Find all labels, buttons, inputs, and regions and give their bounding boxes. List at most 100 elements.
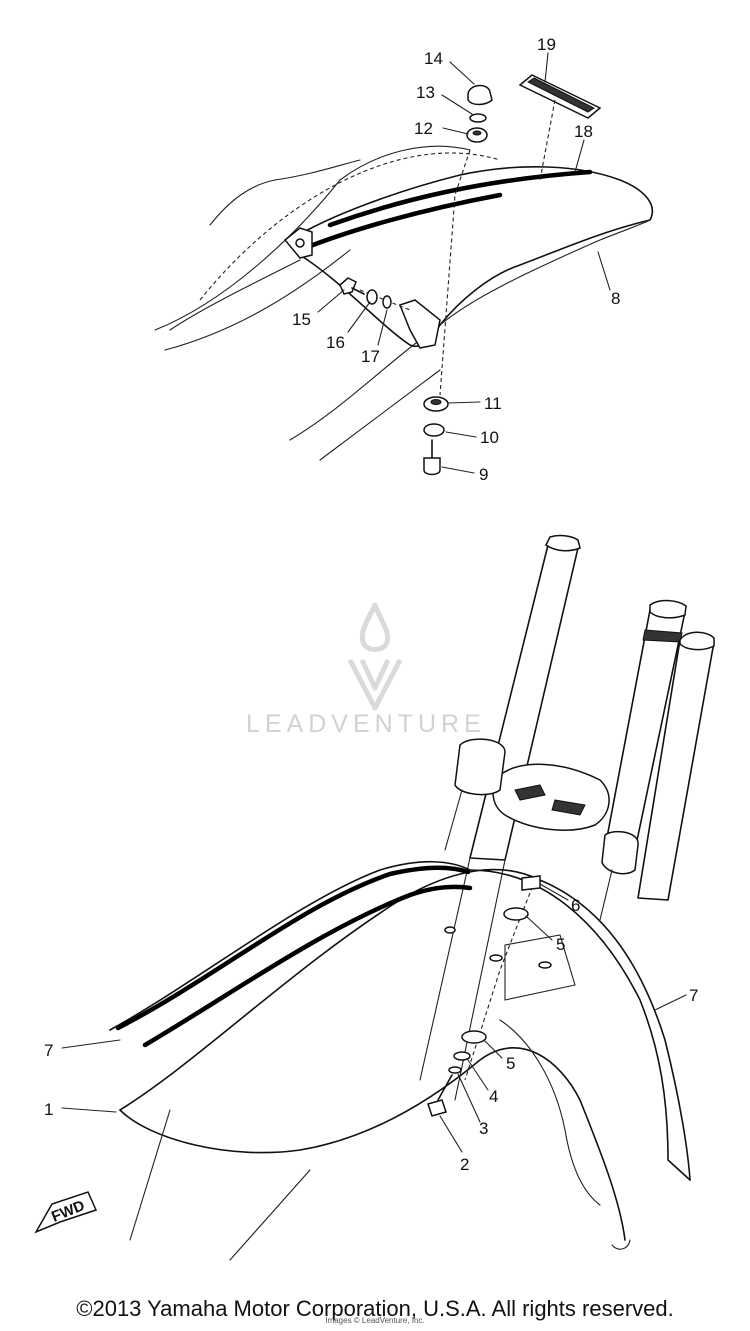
leader-18 [574,139,585,173]
leader-7a [61,1039,121,1049]
leader-17 [377,309,388,346]
fork-tube-right-cap [649,599,687,619]
leader-9 [441,466,475,474]
part-2-bolt-shank [437,1074,453,1101]
leader-5a [525,915,553,941]
triple-clamp [492,763,610,831]
fork-leg-lower-left [444,789,463,851]
guide-top [439,149,471,396]
frame-rail-2 [169,259,301,331]
callout-5-upper: 5 [556,935,565,954]
image-credit: Images © LeadVenture, Inc. [325,1316,425,1325]
part-17-spacer [382,295,392,309]
leader-1 [61,1107,117,1113]
frame-outline [154,145,471,331]
fork-tube-far [637,639,715,901]
rear-fender-inner [439,219,651,326]
callout-19: 19 [537,35,556,54]
fwd-arrow-icon: FWD [34,1191,98,1234]
rear-fender-stripe-2 [297,192,503,253]
rear-fender-body [289,166,654,347]
callout-5-lower: 5 [506,1054,515,1073]
front-fender-inner-edge-2 [499,1019,601,1206]
fwd-label: FWD [49,1197,87,1226]
leader-4 [467,1059,489,1091]
front-fender-wheel-line [129,1109,311,1261]
fork-tube-right-band [642,629,683,643]
leader-16 [347,301,371,333]
front-fender-rear-edge [469,869,691,1181]
fork-tube-right [604,609,686,851]
part-5-upper-damper [503,907,529,921]
part-6-collar [521,875,541,891]
watermark-text: LEADVENTURE [246,710,486,738]
leader-10 [445,431,477,438]
leadventure-watermark: LEADVENTURE [246,602,486,738]
rear-fender-bracket [399,299,441,349]
callout-16: 16 [326,333,345,352]
front-fender-inner-edge [119,1047,626,1241]
fork-clamp-right [601,830,639,875]
callout-13: 13 [416,83,435,102]
fork-tube-far-cap [679,631,715,651]
front-fender-stripe [115,865,471,1031]
leader-12 [442,127,469,135]
frame-seat [209,159,361,226]
watermark-flame-icon [359,602,391,652]
part-10-collar [423,423,445,437]
callout-9: 9 [479,465,488,484]
copyright-notice: ©2013 Yamaha Motor Corporation, U.S.A. A… [76,1296,674,1321]
part-5-lower-damper [461,1030,487,1044]
part-2-bolt-head [427,1099,447,1117]
fork-leg-lower-right [599,869,613,921]
front-fender-assembly: 6 5 5 4 3 2 7 7 1 FWD [34,534,715,1261]
rear-fender-tab-hole [295,238,305,248]
callout-14: 14 [424,49,443,68]
callout-7-left: 7 [44,1041,53,1060]
callout-10: 10 [480,428,499,447]
leader-19 [544,52,549,83]
front-fender-stripe-2 [142,884,473,1048]
triple-clamp-detail [514,784,586,816]
part-12-grommet-hole [472,130,482,136]
watermark-v-icon [347,658,403,711]
front-fender-hole-3 [444,926,456,934]
frame-seat-line [199,152,501,301]
leader-15 [317,289,345,313]
front-fender-top-edge [109,860,471,1031]
leader-11 [447,401,481,404]
part-16-washer [366,289,378,305]
callout-8: 8 [611,289,620,308]
front-fender-body [119,868,691,1181]
leader-5b [483,1039,503,1059]
rear-fender-stripe [327,169,593,228]
callout-15: 15 [292,310,311,329]
frame-rail [289,339,441,461]
fork-clamp-left [454,738,506,796]
part-15-bolt-shank [351,287,365,295]
leader-8 [597,251,611,291]
part-3-lock-washer [448,1066,462,1074]
callout-7-right: 7 [689,986,698,1005]
callout-12: 12 [414,119,433,138]
callout-3: 3 [479,1119,488,1138]
leader-14 [449,61,475,85]
leader-3 [457,1073,481,1123]
callout-18: 18 [574,122,593,141]
callout-2: 2 [460,1155,469,1174]
leader-2 [439,1115,463,1153]
callout-1: 1 [44,1100,53,1119]
part-14-cap-nut [467,84,493,106]
leader-6 [539,883,569,901]
leader-7b [654,994,687,1011]
callout-6: 6 [571,896,580,915]
front-fender-hole [489,954,503,962]
fork-tube-left-lower [419,857,506,1101]
part-9-bolt [423,457,441,476]
fork-tube-left-cap [545,534,581,552]
part-4-washer [453,1051,471,1061]
part-19-plate-fill [527,77,595,113]
front-fender-bracket [504,934,576,1001]
callout-11: 11 [484,394,502,413]
